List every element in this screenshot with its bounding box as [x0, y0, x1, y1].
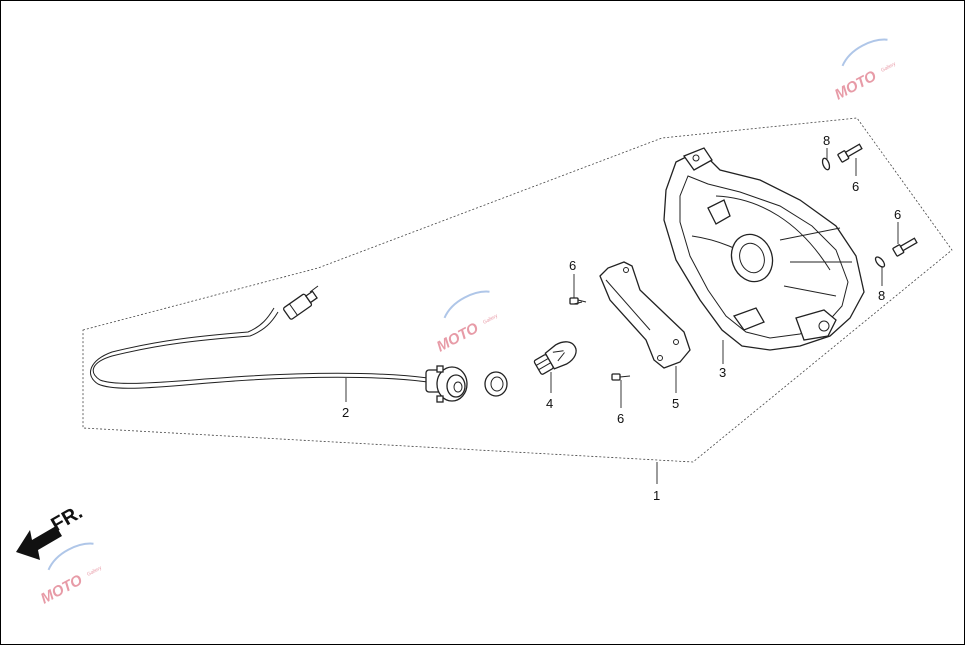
screw-part-d: [892, 237, 918, 257]
housing-part: [663, 147, 865, 351]
watermark-subtext-top: Gallery: [880, 61, 897, 74]
callout-8-washer-a: 8: [823, 133, 830, 148]
callout-6-screw-c: 6: [852, 179, 859, 194]
screw-part-a: [569, 297, 587, 305]
bracket-part: [599, 261, 691, 369]
callout-2: 2: [342, 405, 349, 420]
watermark-text-top: MOTO: [832, 67, 880, 103]
bulb-part: [533, 341, 577, 375]
leader-lines: [345, 148, 899, 484]
assembly-outline: [82, 117, 953, 463]
watermark-logo-top: MOTO Gallery: [832, 38, 897, 104]
watermark-logo-center: MOTO Gallery: [434, 290, 499, 356]
washer-part-b: [874, 256, 886, 268]
watermark-text-center: MOTO: [434, 319, 482, 355]
callout-4: 4: [546, 396, 553, 411]
screw-part-c: [837, 143, 863, 163]
washer-part-a: [821, 157, 831, 171]
front-direction-indicator: FR.: [16, 501, 86, 560]
front-arrow-icon: [16, 526, 62, 560]
watermark-subtext-center: Gallery: [482, 313, 499, 326]
callout-5: 5: [672, 396, 679, 411]
callout-6-screw-d: 6: [894, 207, 901, 222]
callout-8-washer-b: 8: [878, 288, 885, 303]
screw-part-b: [611, 373, 631, 381]
o-ring-part: [484, 371, 508, 397]
watermark-subtext-bottom: Gallery: [86, 565, 103, 578]
callout-3: 3: [719, 365, 726, 380]
callout-6-screw-b: 6: [617, 411, 624, 426]
callout-6-screw-a: 6: [569, 258, 576, 273]
wire-harness-part: [89, 285, 468, 403]
callout-1: 1: [653, 488, 660, 503]
watermark-text-bottom: MOTO: [38, 571, 86, 607]
